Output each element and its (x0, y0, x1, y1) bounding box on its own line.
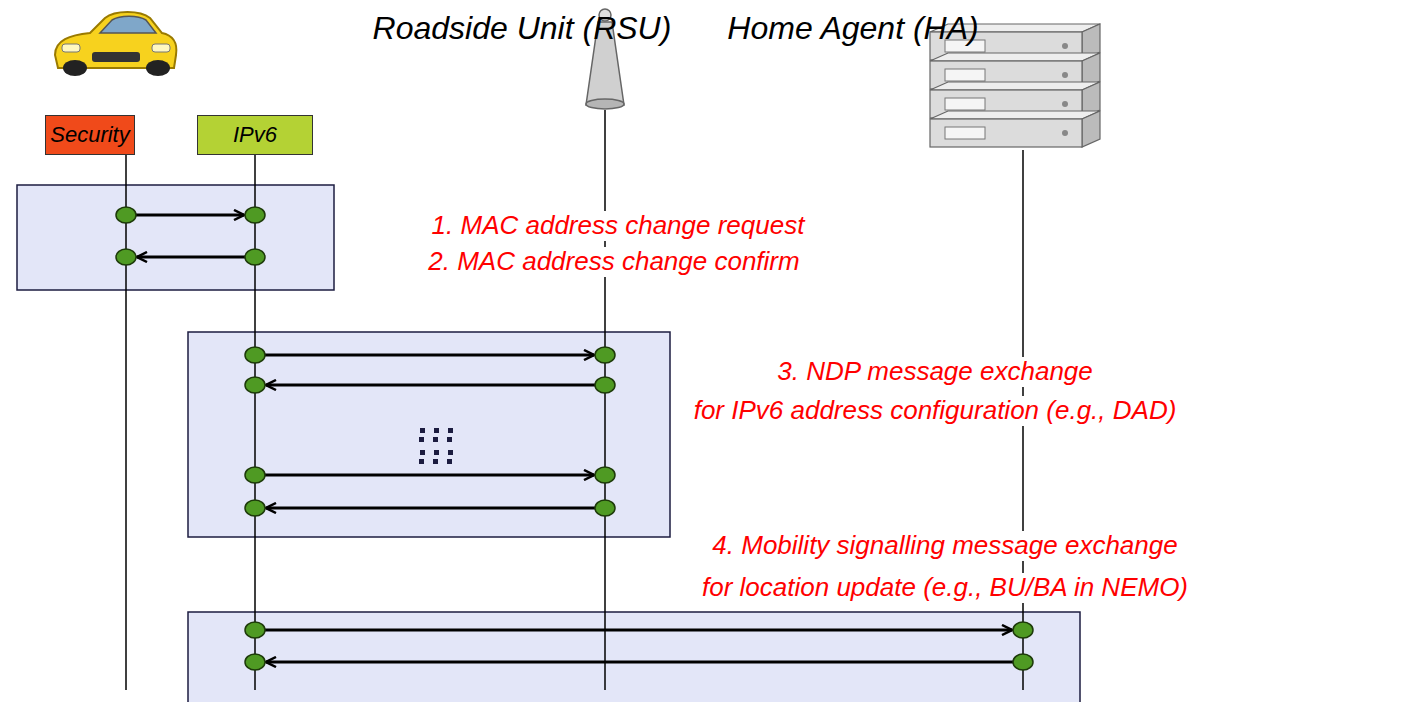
ellipsis-dots (419, 459, 424, 464)
message-arrows (137, 256, 255, 259)
message-arrows (266, 507, 605, 510)
step-label: for IPv6 address configuration (e.g., DA… (692, 396, 1179, 426)
server-icon (930, 53, 1100, 61)
message-endpoints (595, 467, 615, 483)
message-arrows (126, 214, 244, 217)
message-arrows (255, 354, 594, 357)
message-endpoints (245, 377, 265, 393)
antenna-icon (586, 99, 624, 109)
message-endpoints (116, 207, 136, 223)
car-illustration (63, 60, 87, 76)
ellipsis-dots (448, 450, 453, 455)
server-icon (945, 127, 985, 139)
message-endpoints (595, 500, 615, 516)
group-box (188, 612, 1080, 702)
message-endpoints (595, 377, 615, 393)
node-text: Roadside Unit (RSU) (373, 10, 672, 47)
lifelines (604, 110, 606, 690)
participant-title: Home Agent (HA) (722, 8, 984, 49)
ellipsis-dots (420, 450, 425, 455)
server-icon (1062, 43, 1068, 49)
server-icon (1082, 111, 1100, 147)
group-box (17, 185, 334, 290)
car-illustration (92, 52, 140, 62)
message-endpoints (245, 467, 265, 483)
step-label: 1. MAC address change request (430, 211, 807, 241)
car-illustration (100, 16, 156, 33)
car-illustration (55, 12, 176, 76)
car-illustration (55, 12, 176, 68)
layer-box: Security (45, 115, 135, 155)
server-icon (1062, 101, 1068, 107)
participant-title: Roadside Unit (RSU) (368, 8, 677, 49)
message-endpoints (245, 500, 265, 516)
message-endpoints (245, 654, 265, 670)
ellipsis-dots (447, 459, 452, 464)
ellipsis-dots (419, 437, 424, 442)
message-endpoints (1013, 622, 1033, 638)
car-illustration (152, 44, 170, 52)
message-arrows (255, 474, 594, 477)
message-arrows (266, 661, 1023, 664)
server-icon (930, 82, 1100, 90)
ellipsis-dots (434, 428, 439, 433)
node-text: Home Agent (HA) (727, 10, 978, 47)
server-icon (930, 111, 1100, 119)
ellipsis-dots (433, 459, 438, 464)
ellipsis-dots (433, 437, 438, 442)
message-endpoints (245, 347, 265, 363)
ellipsis-dots (420, 428, 425, 433)
step-label: 2. MAC address change confirm (426, 247, 801, 277)
step-label: 4. Mobility signalling message exchange (710, 531, 1179, 561)
server-icon (1062, 130, 1068, 136)
server-icon (945, 98, 985, 110)
ellipsis-dots (434, 450, 439, 455)
step-label: for location update (e.g., BU/BA in NEMO… (700, 573, 1190, 603)
node-text: Security (50, 122, 129, 148)
server-icon (945, 69, 985, 81)
message-endpoints (245, 622, 265, 638)
car-illustration (62, 44, 80, 52)
message-endpoints (245, 207, 265, 223)
step-label: 3. NDP message exchange (775, 357, 1095, 387)
message-endpoints (1013, 654, 1033, 670)
car-illustration (146, 60, 170, 76)
layer-box: IPv6 (197, 115, 313, 155)
ellipsis-dots (419, 428, 453, 464)
message-endpoints (245, 249, 265, 265)
lifelines (125, 155, 127, 690)
message-endpoints (116, 249, 136, 265)
group-box (188, 332, 670, 537)
node-text: IPv6 (233, 122, 277, 148)
server-icon (1062, 72, 1068, 78)
server-icon (930, 119, 1082, 147)
message-arrows (255, 629, 1012, 632)
message-endpoints (595, 347, 615, 363)
lifelines (254, 155, 256, 690)
ellipsis-dots (448, 428, 453, 433)
ellipsis-dots (447, 437, 452, 442)
message-arrows (266, 384, 605, 387)
